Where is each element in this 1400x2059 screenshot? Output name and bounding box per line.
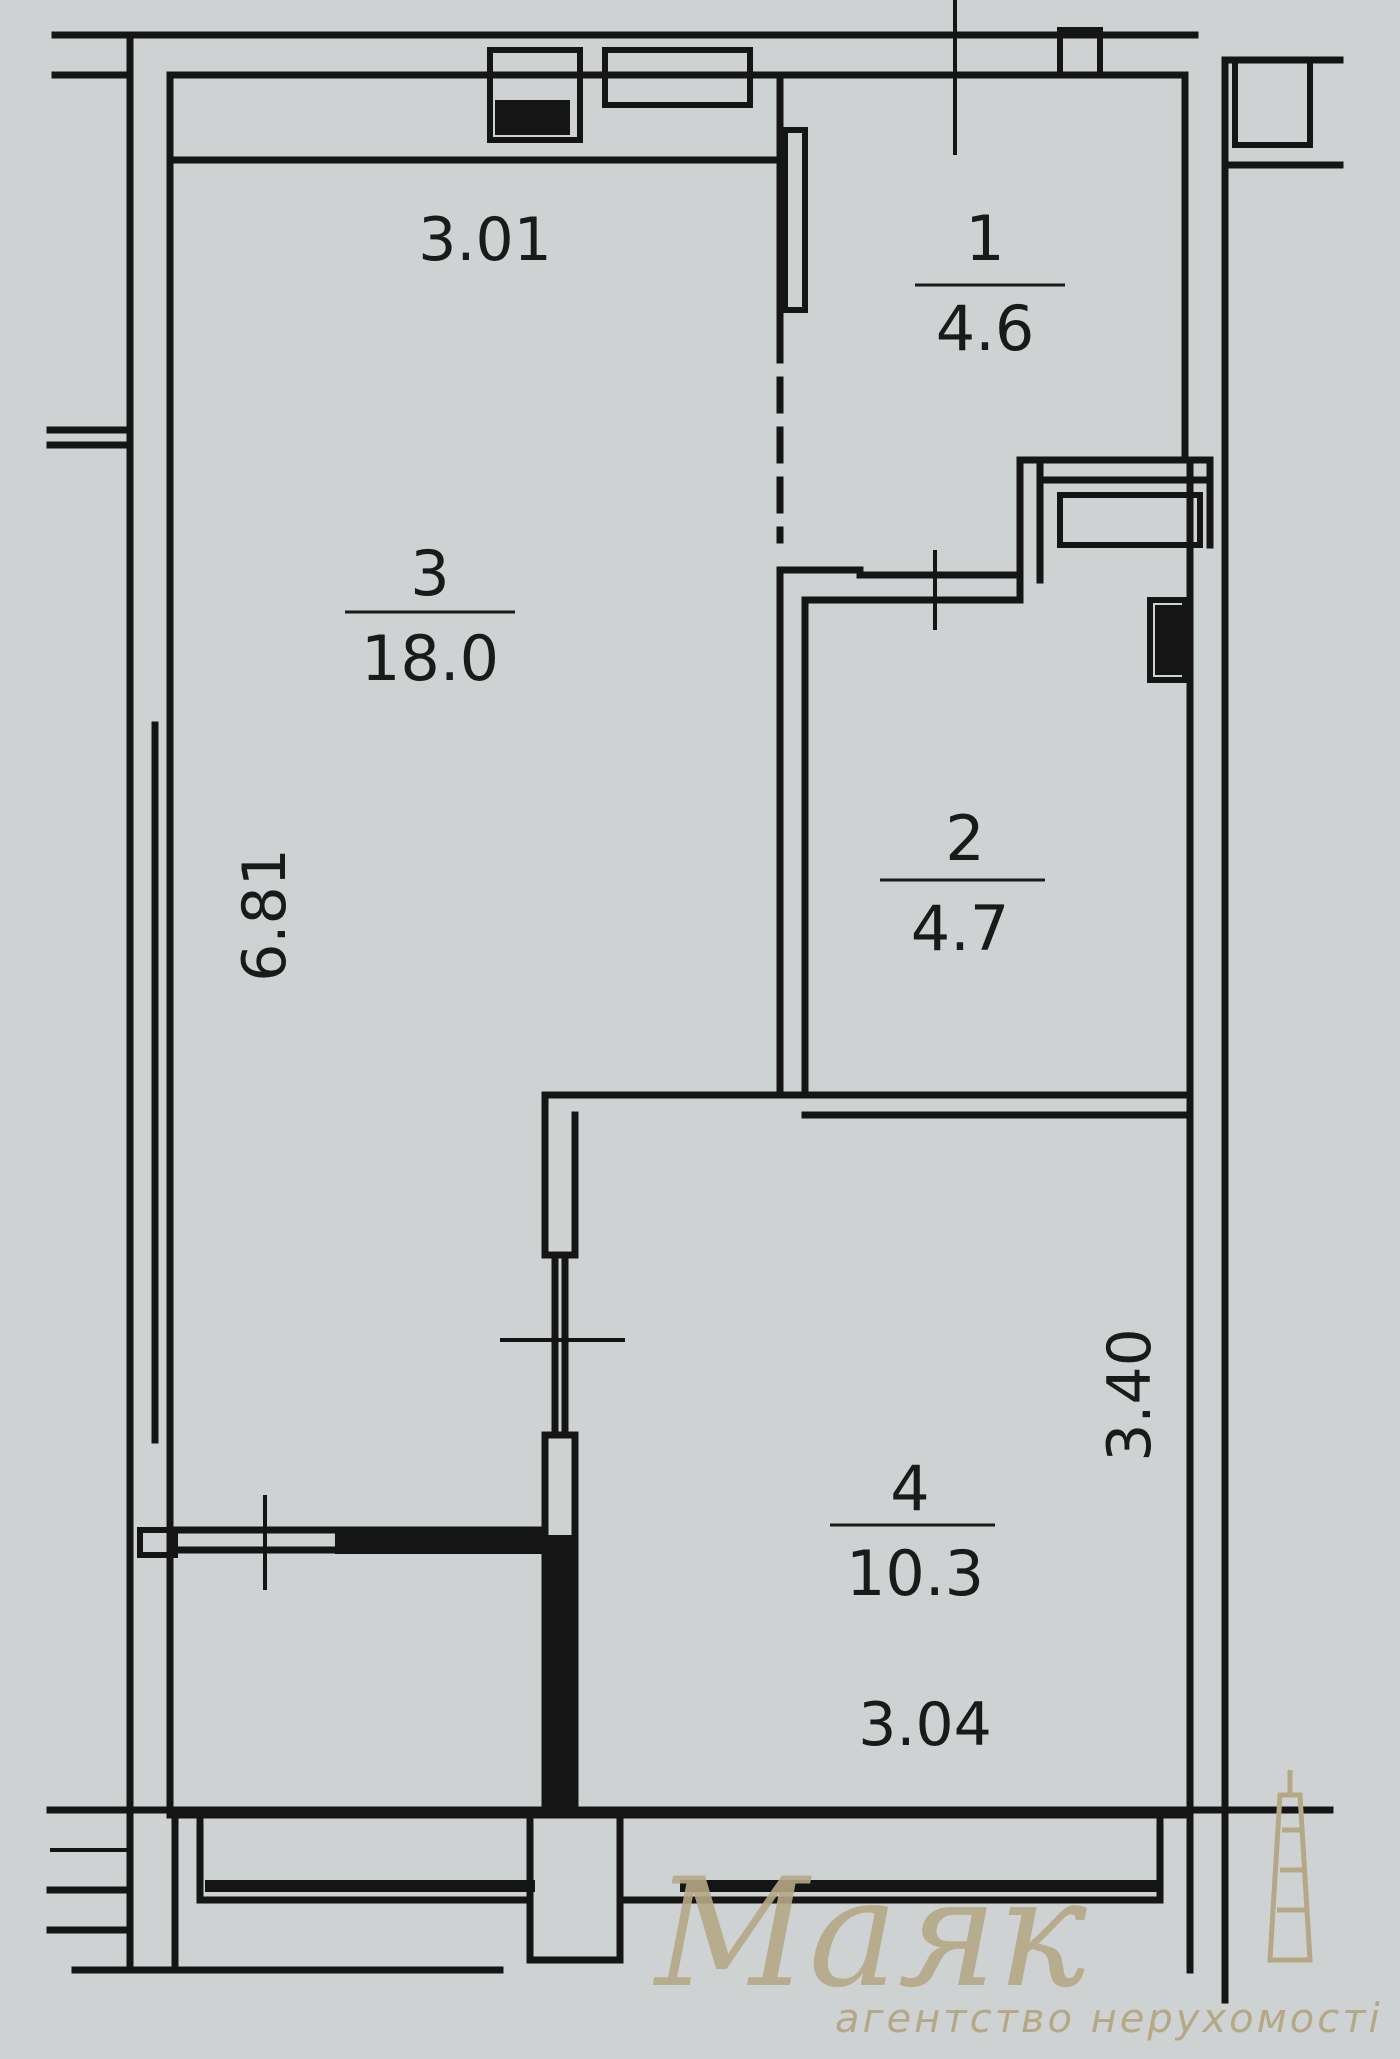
closet-thick-door-wall bbox=[335, 1528, 545, 1554]
room-4-area: 10.3 bbox=[846, 1537, 984, 1610]
room-3-label: 3 18.0 bbox=[345, 537, 515, 695]
room-1-area: 4.6 bbox=[936, 292, 1035, 365]
room1-fixture bbox=[782, 127, 808, 313]
room-2-area: 4.7 bbox=[911, 892, 1010, 965]
room-2-label: 2 4.7 bbox=[880, 802, 1045, 965]
meter-marker bbox=[1155, 605, 1183, 675]
right-shaft-box bbox=[1232, 57, 1313, 148]
vent-marker bbox=[495, 100, 570, 135]
room-3-length-dim: 6.81 bbox=[230, 848, 300, 982]
lighthouse-logo bbox=[1267, 1770, 1313, 1963]
closet-door-stop bbox=[137, 1527, 178, 1558]
balcony-thick-rail-left bbox=[205, 1880, 535, 1892]
room-4-number: 4 bbox=[890, 1452, 929, 1525]
room-3-width-dim: 3.01 bbox=[418, 205, 552, 275]
room-4-length-dim: 3.40 bbox=[1095, 1328, 1165, 1462]
fixtures bbox=[137, 27, 1313, 1558]
shaft-box bbox=[1057, 492, 1203, 548]
room-2-number: 2 bbox=[945, 802, 984, 875]
room-1-number: 1 bbox=[965, 202, 1004, 275]
room1-top-right-wall bbox=[776, 71, 1189, 464]
solid-walls bbox=[205, 1528, 1160, 1892]
meter-box bbox=[1147, 597, 1188, 683]
closet-thick-wall bbox=[545, 1535, 575, 1815]
room-4-width-dim: 3.04 bbox=[858, 1690, 992, 1760]
lighthouse-tower bbox=[1267, 1792, 1313, 1963]
room-3-number: 3 bbox=[410, 537, 449, 610]
room-1-label: 1 4.6 bbox=[915, 202, 1065, 365]
brand-name: Маяк bbox=[652, 1847, 1087, 2021]
walls bbox=[46, 31, 1344, 2004]
vent-shaft-top bbox=[487, 47, 583, 143]
agency-watermark: Маяк агентство нерухомості bbox=[652, 1770, 1383, 2042]
balcony-thick-rail-right bbox=[680, 1880, 1160, 1892]
brand-tagline: агентство нерухомості bbox=[835, 1996, 1383, 2042]
door-ticks bbox=[50, 0, 957, 1852]
room-3-area: 18.0 bbox=[361, 622, 499, 695]
lighthouse-bands bbox=[1277, 1827, 1307, 1913]
window-top bbox=[602, 47, 753, 108]
room-4-label: 4 10.3 bbox=[830, 1452, 995, 1610]
top-right-column bbox=[1057, 27, 1103, 78]
shaft-wall bbox=[1016, 456, 1214, 549]
